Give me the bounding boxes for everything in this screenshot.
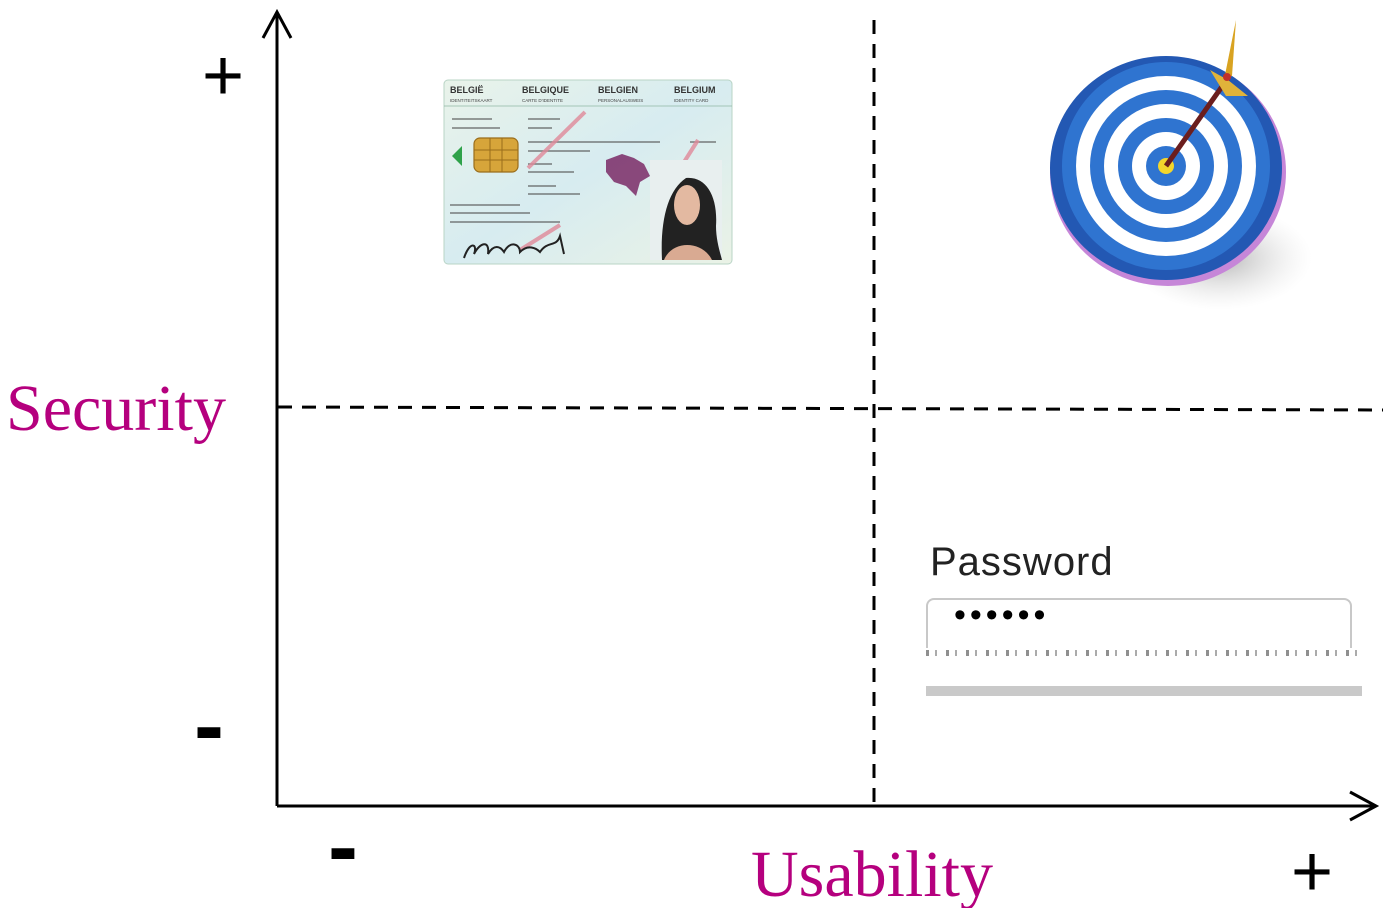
y-axis-plus-sign: + bbox=[202, 36, 244, 116]
x-axis bbox=[277, 790, 1380, 822]
target-dart-icon bbox=[1050, 20, 1312, 310]
x-axis-label: Usability bbox=[751, 838, 993, 908]
id-card-icon: BELGIË BELGIQUE BELGIEN BELGIUM IDENTITE… bbox=[443, 79, 733, 265]
horizontal-divider bbox=[277, 405, 1383, 412]
y-axis-minus-sign: - bbox=[194, 676, 224, 776]
card-type-fr: CARTE D'IDENTITE bbox=[522, 98, 563, 103]
y-axis bbox=[261, 8, 293, 806]
card-type-de: PERSONALAUSWEIS bbox=[598, 98, 643, 103]
password-input: •••••• bbox=[926, 596, 1352, 648]
card-country-en: BELGIUM bbox=[674, 85, 716, 95]
card-type-en: IDENTITY CARD bbox=[674, 98, 709, 103]
x-axis-minus-sign: - bbox=[328, 797, 358, 897]
card-country-de: BELGIEN bbox=[598, 85, 638, 95]
x-axis-plus-sign: + bbox=[1291, 832, 1333, 908]
y-axis-label: Security bbox=[6, 372, 226, 445]
card-type-nl: IDENTITEITSKAART bbox=[450, 98, 493, 103]
card-country-nl: BELGIË bbox=[450, 85, 484, 95]
password-field-underline bbox=[926, 686, 1362, 696]
password-field-artifact bbox=[926, 650, 1362, 656]
password-masked-value: •••••• bbox=[954, 596, 1050, 634]
card-country-fr: BELGIQUE bbox=[522, 85, 569, 95]
password-label: Password bbox=[930, 540, 1114, 584]
password-field-icon: Password •••••• bbox=[926, 540, 1366, 710]
